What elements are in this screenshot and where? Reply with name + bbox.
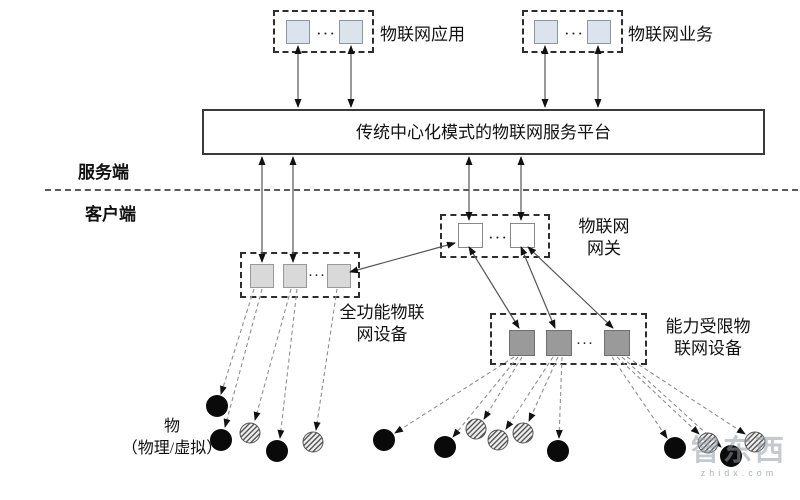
limited-device-square [509,330,535,356]
iot-business-group-box: ··· [522,10,623,53]
full-device-label-line2: 网设备 [356,325,408,344]
thing-physical-node [434,436,456,458]
iot-business-label: 物联网业务 [628,25,713,44]
iot-app-label: 物联网应用 [380,25,465,44]
full-device-square [283,264,307,288]
platform-label: 传统中心化模式的物联网服务平台 [356,123,611,142]
dashed-arrow [452,356,519,438]
thing-virtual-node [487,429,509,451]
full-device-label-line1: 全功能物联 [339,303,425,322]
watermark-url: zhidx.com [700,467,778,478]
client-side-label: 客户端 [85,205,136,224]
gateway-node-square [510,223,535,248]
thing-physical-node [266,440,288,462]
dashed-arrow [555,356,563,439]
watermark-logo: 智东西 [690,435,787,467]
full-device-square [327,264,351,288]
app-instance-square [339,20,363,44]
iot-app-group-box: ··· [273,10,374,53]
dashed-arrow [626,356,746,435]
gateway-label-line2: 网关 [587,239,621,258]
watermark: 智东西 zhidx.com [680,435,798,478]
thing-physical-node [373,429,395,451]
thing-virtual-node [239,422,261,444]
ellipsis-dots: ··· [576,336,594,352]
business-instance-square [534,20,558,44]
app-instance-square [286,20,310,44]
things-label-line1: 物 [163,418,180,435]
dashed-arrow [223,288,263,428]
ellipsis-dots: ··· [488,228,508,247]
ellipsis-dots: ··· [316,24,336,43]
dashed-arrow [528,356,559,422]
full-device-square [250,264,274,288]
server-side-label: 服务端 [78,163,129,182]
server-client-separator [45,189,798,191]
limited-device-square [546,330,572,356]
things-label: 物 （物理/虚拟） [103,416,241,460]
dashed-arrow [621,356,722,448]
ellipsis-dots: ··· [564,24,584,43]
dashed-arrow [220,288,255,395]
dashed-arrow [611,356,668,439]
thing-virtual-node [465,418,487,440]
full-device-group-box: ··· [240,252,360,298]
dashed-arrow [394,356,515,434]
dashed-arrow [505,356,554,430]
gateway-node-square [458,223,483,248]
limited-device-square [604,330,630,356]
dashed-arrow [277,288,298,439]
dashed-arrow [483,356,523,420]
limited-device-label-line1: 能力受限物 [665,317,751,336]
full-device-label: 全功能物联 网设备 [330,302,434,346]
business-instance-square [587,20,611,44]
ellipsis-dots: ··· [308,268,326,284]
dashed-arrow [253,288,292,421]
limited-device-group-box: ··· [490,313,647,365]
platform-box: 传统中心化模式的物联网服务平台 [202,109,765,155]
gateway-label: 物联网 网关 [558,216,650,260]
limited-device-label: 能力受限物 联网设备 [650,316,766,360]
thing-virtual-node [512,422,534,444]
thing-physical-node [206,395,228,417]
things-label-line2: （物理/虚拟） [121,440,223,457]
limited-device-label-line2: 联网设备 [674,339,742,358]
thing-virtual-node [302,431,324,453]
gateway-group-box: ··· [440,214,550,258]
thing-physical-node [547,440,569,462]
gateway-label-line1: 物联网 [578,217,630,236]
dashed-arrow [616,356,700,435]
